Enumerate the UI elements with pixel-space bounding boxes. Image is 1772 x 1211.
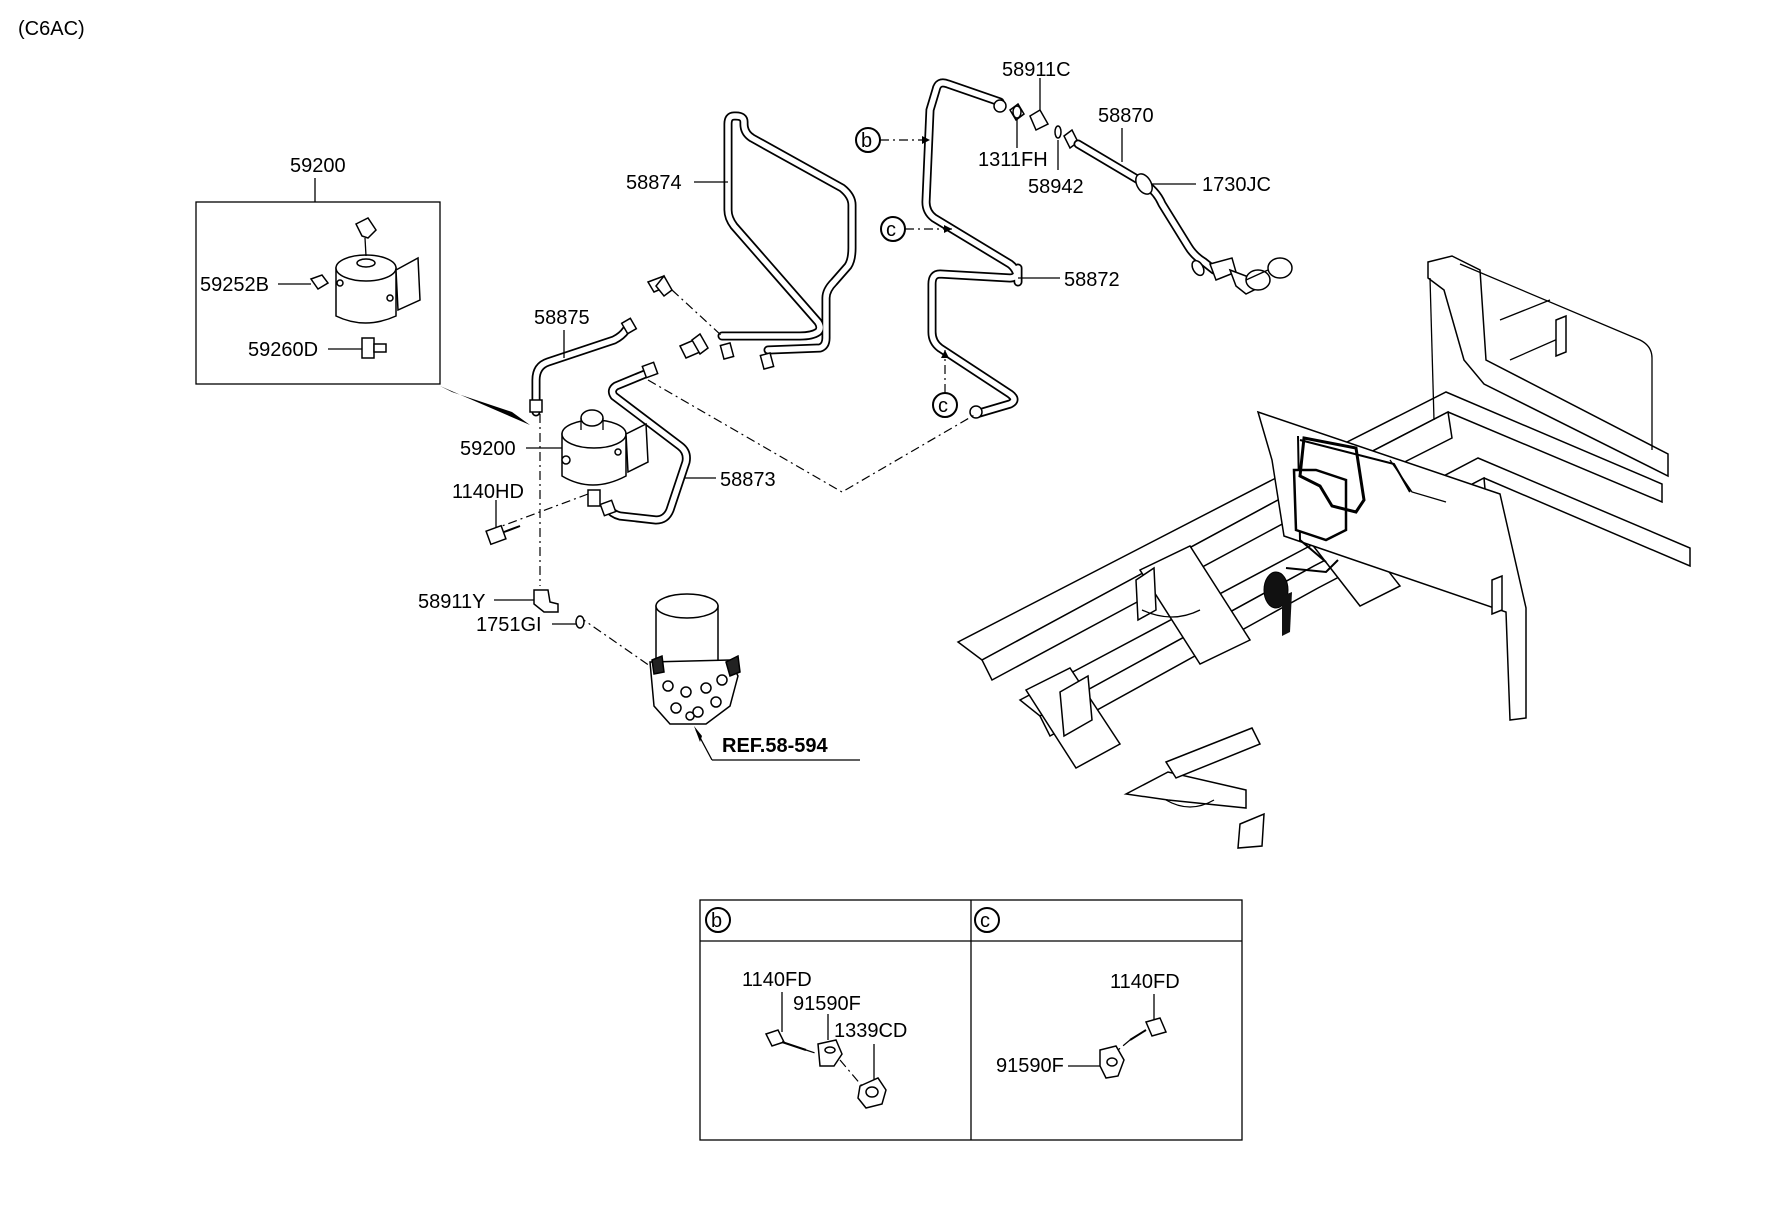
nut-1339CD-b-icon bbox=[857, 1077, 887, 1109]
fitting-59252B-icon bbox=[309, 274, 330, 291]
detail-b-label-1140FD[interactable]: 1140FD bbox=[742, 969, 812, 991]
pipe-58873 bbox=[599, 361, 691, 525]
label-1140HD[interactable]: 1140HD bbox=[452, 481, 524, 503]
label-1311FH[interactable]: 1311FH bbox=[978, 149, 1048, 171]
clip-91590F-b-icon bbox=[817, 1039, 843, 1067]
callout-b-top[interactable]: b bbox=[855, 127, 881, 153]
label-58874[interactable]: 58874 bbox=[626, 172, 682, 194]
pipe-58874 bbox=[717, 111, 857, 370]
svg-text:c: c bbox=[938, 395, 948, 417]
detail-c-label-91590F[interactable]: 91590F bbox=[996, 1055, 1064, 1077]
ring-1751GI-icon bbox=[575, 615, 585, 629]
label-58911C[interactable]: 58911C bbox=[1002, 59, 1071, 81]
label-59200[interactable]: 59200 bbox=[460, 438, 516, 460]
label-1730JC[interactable]: 1730JC bbox=[1202, 174, 1271, 196]
elbow-58911Y-icon bbox=[533, 589, 559, 613]
pipe-58875 bbox=[529, 317, 638, 417]
svg-text:b: b bbox=[711, 910, 722, 932]
callout-c-lower[interactable]: c bbox=[932, 392, 958, 418]
kit-box-59200: 59200 59252B 59260D bbox=[195, 155, 441, 385]
label-59252B[interactable]: 59252B bbox=[200, 274, 269, 296]
detail-panel-b: b 1140FD 91590F 1339CD bbox=[705, 907, 907, 1109]
detail-b-label-91590F[interactable]: 91590F bbox=[793, 993, 861, 1015]
hose-58870 bbox=[1073, 139, 1293, 295]
detail-c-header[interactable]: c bbox=[974, 907, 1000, 933]
label-58873[interactable]: 58873 bbox=[720, 469, 776, 491]
fitting-59260D-icon bbox=[361, 337, 375, 359]
pipe-58872 bbox=[921, 78, 1023, 419]
detail-c-label-1140FD[interactable]: 1140FD bbox=[1110, 971, 1180, 993]
label-58875[interactable]: 58875 bbox=[534, 307, 590, 329]
assembly-arrow-icon bbox=[440, 386, 530, 425]
detail-b-label-1339CD[interactable]: 1339CD bbox=[834, 1020, 907, 1042]
detail-table bbox=[699, 899, 1243, 1141]
svg-text:c: c bbox=[980, 910, 990, 932]
label-59260D[interactable]: 59260D bbox=[248, 339, 318, 361]
label-59200-kit[interactable]: 59200 bbox=[290, 155, 346, 177]
fitting-cluster-top bbox=[1009, 102, 1079, 150]
elbow-fitting-upper-icon bbox=[646, 274, 709, 359]
label-58911Y[interactable]: 58911Y bbox=[418, 591, 485, 613]
ref-label[interactable]: REF.58-594 bbox=[722, 735, 828, 757]
bolt-1140FD-c-icon bbox=[1129, 1017, 1168, 1041]
detail-b-header[interactable]: b bbox=[705, 907, 731, 933]
bolt-1140FD-b-icon bbox=[764, 1029, 807, 1051]
vehicle-chassis-frame bbox=[956, 255, 1691, 849]
label-1751GI[interactable]: 1751GI bbox=[476, 614, 542, 636]
bolt-1140HD-icon bbox=[485, 524, 521, 546]
air-dryer-unit bbox=[649, 593, 741, 725]
air-tank-59200 bbox=[561, 409, 649, 507]
label-58870[interactable]: 58870 bbox=[1098, 105, 1154, 127]
label-58942[interactable]: 58942 bbox=[1028, 176, 1084, 198]
clip-91590F-c-icon bbox=[1099, 1045, 1125, 1079]
label-58872[interactable]: 58872 bbox=[1064, 269, 1120, 291]
air-tank-kit-icon bbox=[335, 217, 421, 324]
callout-c-upper[interactable]: c bbox=[880, 216, 906, 242]
model-code: (C6AC) bbox=[18, 18, 85, 40]
detail-panel-c: c 1140FD 91590F bbox=[974, 907, 1180, 1079]
svg-text:b: b bbox=[861, 130, 872, 152]
svg-text:c: c bbox=[886, 219, 896, 241]
